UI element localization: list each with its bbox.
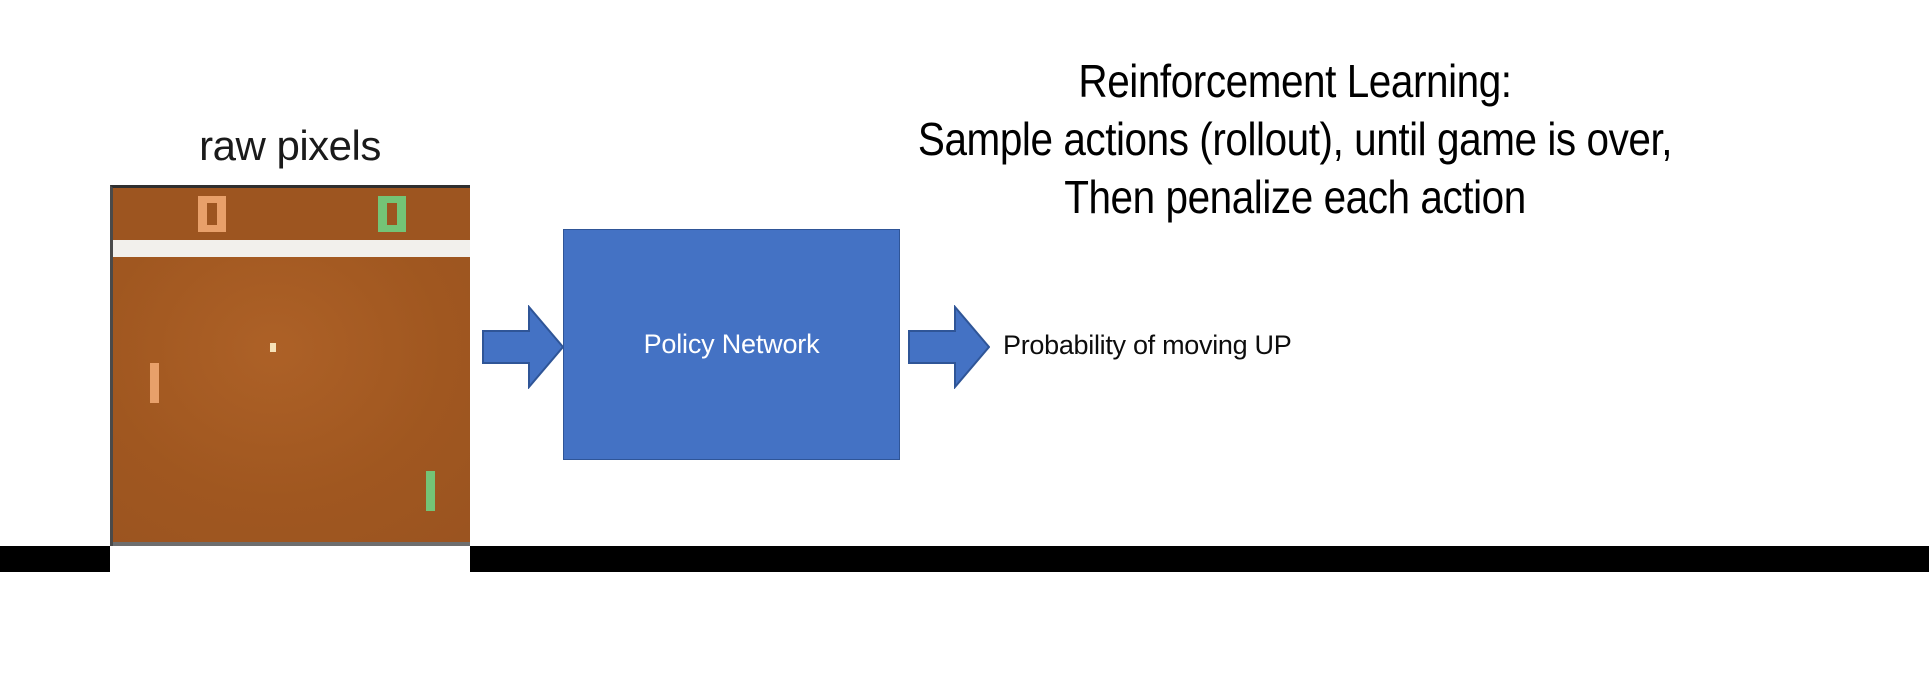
raw-pixels-caption: raw pixels — [199, 122, 381, 169]
field-divider — [113, 240, 470, 257]
score-bar — [113, 188, 470, 240]
title-line-1: Reinforcement Learning: — [1078, 55, 1512, 107]
output-probability-label: Probability of moving UP — [1003, 330, 1292, 360]
title-line-3: Then penalize each action — [1064, 171, 1526, 223]
title-line-2: Sample actions (rollout), until game is … — [917, 113, 1673, 165]
policy-network-label: Policy Network — [643, 329, 820, 359]
ball — [270, 343, 276, 352]
score-digit-right — [378, 196, 406, 232]
screen-bottom-edge — [113, 542, 470, 546]
arrow-right-icon-output — [908, 305, 990, 389]
score-digit-left-hole — [207, 203, 217, 225]
policy-network-box[interactable]: Policy Network — [563, 229, 900, 460]
player-paddle — [150, 363, 159, 403]
opponent-paddle — [426, 471, 435, 511]
bottom-black-bar-right — [470, 546, 1929, 572]
pong-game-screen — [110, 185, 470, 546]
slide-title: Reinforcement Learning: Sample actions (… — [660, 52, 1929, 226]
score-digit-left — [198, 196, 226, 232]
bottom-black-bar-left — [0, 546, 110, 572]
arrow-right-icon-input — [482, 305, 564, 389]
score-digit-right-hole — [387, 203, 397, 225]
